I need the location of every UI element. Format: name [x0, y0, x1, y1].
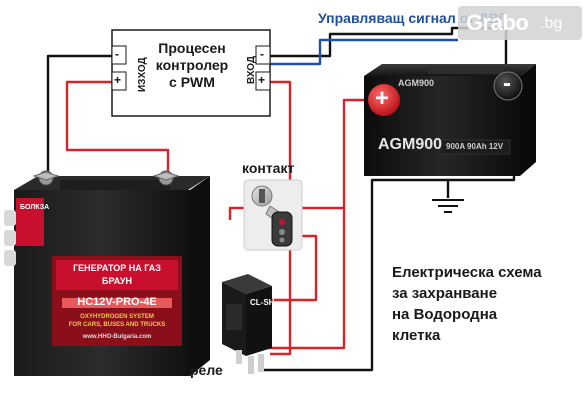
agm-minus-sign: - [503, 70, 511, 97]
caption-line-2: за захранване [392, 285, 498, 302]
wire-output-minus [46, 54, 116, 172]
grabo-logo: Grabo .bg [458, 6, 582, 40]
controller-input-label: ВХОД [246, 55, 257, 84]
wire-battery-plus [302, 98, 370, 210]
battery-plus-terminal [368, 84, 400, 116]
logo-suffix: .bg [540, 15, 563, 32]
agm-small-brand: AGM900 [398, 78, 435, 88]
input-minus-sign: - [260, 47, 264, 61]
generator-side-tag: БОЛКЗА [20, 204, 50, 211]
output-minus-sign: - [115, 47, 119, 61]
controller-title-line-2: контролер [155, 57, 229, 73]
controller-title-line-3: с PWM [169, 74, 215, 90]
battery-minus-terminal [493, 71, 523, 101]
diagram-caption: Електрическа схема за захранване на Водо… [392, 262, 542, 346]
input-plus-sign: + [258, 73, 266, 87]
ground-symbol-icon [432, 199, 464, 213]
generator-label-line-2: БРАУН [102, 276, 132, 286]
hydrogen-generator [4, 170, 210, 376]
wire-battery-relay [268, 208, 346, 350]
caption-line-4: клетка [392, 327, 441, 344]
generator-model: HC12V-PRO-4E [77, 296, 157, 308]
wire-output-plus [65, 80, 170, 172]
generator-site: www.HHO-Bulgaria.com [82, 334, 152, 340]
relay-brand: CL-SH [250, 298, 275, 307]
wire-control-signal [262, 38, 458, 66]
agm-battery [364, 64, 536, 176]
relay-label: реле [190, 362, 223, 378]
logo-main: Grabo [466, 10, 529, 35]
agm-spec: 900A 90Ah 12V [446, 142, 504, 151]
generator-sub-1: OXYHYDROGEN SYSTEM [80, 314, 154, 320]
controller-title: Процесен контролер с PWM [132, 40, 252, 91]
generator-sub-2: FOR CARS, BUSES AND TRUCKS [68, 322, 166, 328]
output-plus-sign: + [114, 73, 122, 87]
wire-ground-relay [262, 178, 448, 372]
relay [222, 274, 272, 374]
agm-brand: AGM900 [378, 136, 443, 153]
controller-title-line-1: Процесен [158, 40, 226, 56]
controller-box [111, 29, 271, 117]
ignition-label: контакт [242, 160, 295, 176]
generator-label-line-1: ГЕНЕРАТОР НА ГАЗ [73, 263, 161, 273]
wire-ignition-relay [260, 234, 318, 302]
agm-plus-sign: + [375, 85, 390, 112]
ignition-switch [243, 179, 303, 251]
caption-line-1: Електрическа схема [392, 264, 542, 281]
caption-line-3: на Водородна [392, 306, 498, 323]
controller-output-label: ИЗХОД [137, 57, 148, 92]
